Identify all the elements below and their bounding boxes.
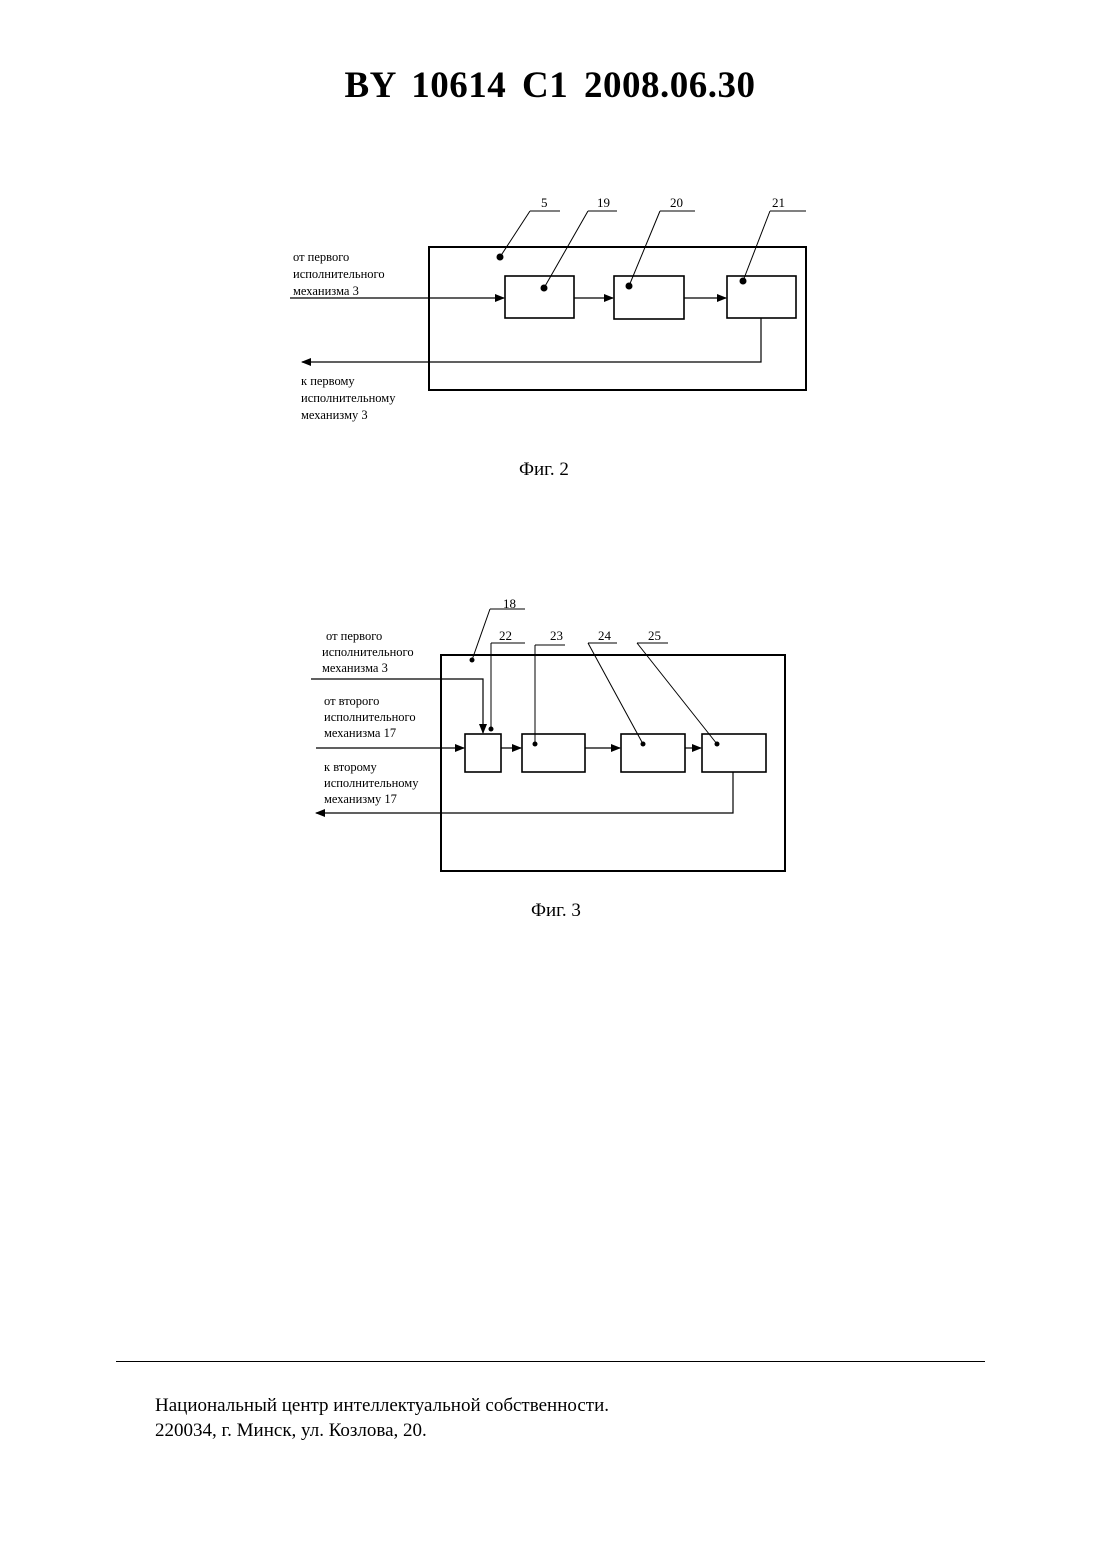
figure-3-dots (470, 658, 720, 747)
output-line-fig2 (302, 318, 761, 362)
leader-18 (472, 609, 490, 660)
leader-20 (629, 211, 660, 286)
dot-19 (541, 285, 548, 292)
block-19 (505, 276, 574, 318)
fig2-output-label-1: к первому (301, 374, 355, 388)
footer-divider (116, 1361, 985, 1362)
fig3-caption: Фиг. 3 (531, 900, 581, 921)
ref-20: 20 (670, 195, 683, 210)
ref-22: 22 (499, 628, 512, 643)
fig3-input1-label-1: от первого (326, 629, 382, 643)
ref-21: 21 (772, 195, 785, 210)
fig2-input-label-2: исполнительного (293, 267, 385, 281)
ref-25: 25 (648, 628, 661, 643)
fig2-input-label-1: от первого (293, 250, 349, 264)
block-24 (621, 734, 685, 772)
fig3-output-label-3: механизму 17 (324, 792, 397, 806)
fig2-input-label-3: механизма 3 (293, 284, 359, 298)
ref-18: 18 (503, 596, 516, 611)
dot-25 (715, 742, 720, 747)
fig3-input1-label-3: механизма 3 (322, 661, 388, 675)
block-21 (727, 276, 796, 318)
fig3-output-label-2: исполнительному (324, 776, 419, 790)
block-22 (465, 734, 501, 772)
ref-23: 23 (550, 628, 563, 643)
ref-24: 24 (598, 628, 612, 643)
fig2-caption: Фиг. 2 (519, 459, 569, 480)
ref-19: 19 (597, 195, 610, 210)
fig2-output-label-2: исполнительному (301, 391, 396, 405)
block-18-outer (441, 655, 785, 871)
fig3-input2-label-3: механизма 17 (324, 726, 396, 740)
leader-5 (500, 211, 530, 257)
dot-18 (470, 658, 475, 663)
figure-2-dots (497, 254, 747, 292)
dot-24 (641, 742, 646, 747)
footer-line-2: 220034, г. Минск, ул. Козлова, 20. (155, 1418, 609, 1443)
fig3-input2-label-2: исполнительного (324, 710, 416, 724)
block-25 (702, 734, 766, 772)
fig3-output-label-1: к второму (324, 760, 378, 774)
leader-24 (588, 643, 643, 744)
dot-20 (626, 283, 633, 290)
dot-22 (489, 727, 494, 732)
fig3-input1-label-2: исполнительного (322, 645, 414, 659)
block-20 (614, 276, 684, 319)
leader-25 (637, 643, 717, 744)
figure-2 (290, 211, 806, 390)
dot-5 (497, 254, 504, 261)
block-23 (522, 734, 585, 772)
dot-21 (740, 278, 747, 285)
footer-line-1: Национальный центр интеллектуальной собс… (155, 1393, 609, 1418)
fig2-output-label-3: механизму 3 (301, 408, 368, 422)
footer-block: Национальный центр интеллектуальной собс… (155, 1393, 609, 1443)
ref-5: 5 (541, 195, 548, 210)
dot-23 (533, 742, 538, 747)
fig3-input2-label-1: от второго (324, 694, 379, 708)
